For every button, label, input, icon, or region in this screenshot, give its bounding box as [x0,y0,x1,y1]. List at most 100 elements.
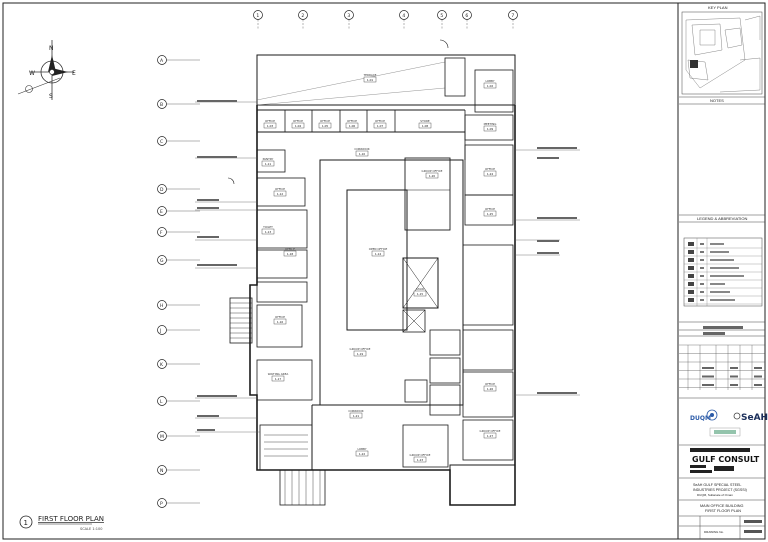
grid-row-bubble: B [157,99,200,109]
grid-column-label: 5 [440,13,443,19]
grid-row-bubble: F [157,227,200,237]
grid-row-bubble: K [157,359,200,369]
room-tag-number: 1-17 [275,377,282,381]
sheet-line-2: FIRST FLOOR PLAN [705,509,741,513]
revision-table [679,344,765,390]
room-name: LOBBY [357,447,366,451]
compass-south: S [49,93,53,100]
project-line-1: SeAH GULF SPECIAL STEEL [693,483,741,487]
notes-label: NOTES [710,98,724,103]
view-number: 1 [24,519,28,527]
annotation-leaders [195,101,580,433]
partner-logo: DUQM [690,409,718,422]
grid-row-bubble: G [157,255,200,265]
room-tag-number: 1-15 [417,292,424,296]
grid-row-label: G [160,258,164,264]
room-name: TOILET [262,225,273,229]
title-block: KEY PLAN NOTES LEGEND & ABBREVIATION DUQ… [679,5,768,539]
room-name: GROUP OFFICE [350,347,371,351]
room-name: STORE [420,119,430,123]
grid-row-label: D [160,187,164,193]
grid-row-bubble: P [157,498,200,508]
room-name: OFFICE [485,167,495,171]
grid-column-bubble: 3 [344,10,354,30]
consultant-logo: GULF CONSULT [690,448,760,473]
room-name: OPEN OFFICE [369,247,388,251]
room-tag-number: 1-02 [487,84,494,88]
key-plan-map [685,15,761,93]
room-name: TERRACE [363,73,377,77]
sheet-line-1: MAIN OFFICE BUILDING [700,504,744,508]
client-logo: SeAH [733,412,768,423]
room-tag-number: 1-03 [267,124,274,128]
grid-column-label: 7 [511,13,514,19]
drawing-scale: SCALE 1:100 [80,527,102,531]
client-brand: SeAH [741,413,768,423]
drawing-title-block: 1 FIRST FLOOR PLAN SCALE 1:100 [19,515,104,531]
grid-row-label: J [159,328,161,334]
grid-row-bubble: J [157,325,200,335]
room-tag-number: 1-10 [359,152,366,156]
key-plan-label: KEY PLAN [708,5,728,10]
compass-north: N [49,45,54,52]
room-tag-number: 1-23 [417,458,424,462]
room-tag-number: 1-11 [265,162,272,166]
room-name: CORRIDOR [354,147,369,151]
grid-column-label: 1 [256,13,259,19]
grid-row-label: L [160,399,163,405]
room-tag-number: 1-09 [487,127,494,131]
drawing-title: FIRST FLOOR PLAN [38,515,104,523]
grid-column-bubble: 1 [253,10,263,30]
room-name: GROUP OFFICE [410,453,431,457]
grid-column-bubble: 7 [508,10,518,30]
building-walls [227,39,516,506]
room-name: OFFICE [485,382,495,386]
grid-column-label: 2 [301,13,304,19]
grid-row-bubble: L [157,396,200,406]
grid-column-label: 3 [347,13,350,19]
grid-column-label: 6 [465,13,468,19]
grid-row-bubble: A [157,55,200,65]
room-tag-number: 1-18 [287,252,294,256]
project-line-3: DUQM, Sultanate of Oman [697,493,733,497]
room-tag-number: 1-24 [487,172,494,176]
grid-row-label: C [160,139,163,145]
room-name: OFFICE [375,119,385,123]
room-name: OFFICE [320,119,330,123]
legend-label: LEGEND & ABBREVIATION [697,216,747,221]
grid-row-bubble: E [157,206,200,216]
grid-row-label: P [160,501,163,507]
room-name: OFFICE [485,207,495,211]
room-tag-number: 1-19 [357,352,364,356]
room-tag-number: 1-05 [322,124,329,128]
room-tag-number: 1-12 [277,192,284,196]
drawing-no-label: DRAWING No. [704,530,724,534]
grid-row-label: F [160,230,163,236]
room-tag-number: 1-25 [487,212,494,216]
room-tag-number: 1-20 [429,174,436,178]
grid-row-bubble: H [157,300,200,310]
room-tag-number: 1-04 [295,124,302,128]
grid-row-label: E [160,209,163,215]
room-tag-number: 1-08 [422,124,429,128]
room-name: CORRIDOR [348,409,363,413]
